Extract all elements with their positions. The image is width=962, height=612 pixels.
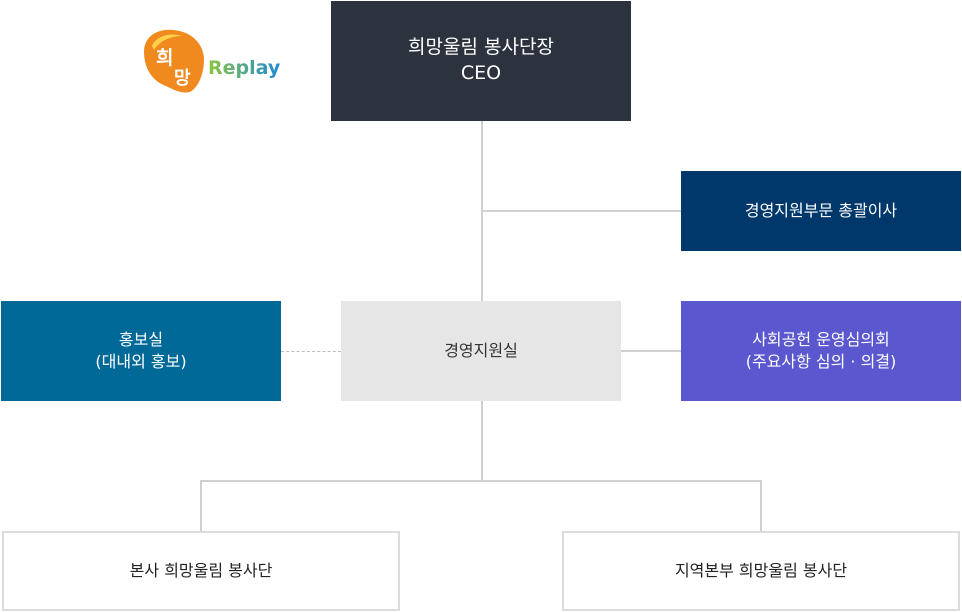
connector-management-to-pr — [281, 351, 341, 352]
regional-volunteer-team-box: 지역본부 희망울림 봉사단 — [562, 531, 960, 611]
ceo-box: 희망울림 봉사단장 CEO — [331, 1, 631, 121]
regional-volunteer-team-title: 지역본부 희망울림 봉사단 — [674, 561, 848, 581]
ceo-title: 희망울림 봉사단장 — [408, 36, 554, 59]
management-support-office-box: 경영지원실 — [341, 301, 621, 401]
pr-office-box: 홍보실 (대내외 홍보) — [1, 301, 281, 401]
connector-management-to-council — [621, 350, 681, 352]
connector-to-hq-team — [200, 480, 202, 532]
logo-badge-highlight — [152, 34, 182, 50]
pr-office-subtitle: (대내외 홍보) — [95, 352, 187, 371]
pr-office-title: 홍보실 — [118, 330, 164, 350]
hq-volunteer-team-box: 본사 희망울림 봉사단 — [2, 531, 400, 611]
connector-to-regional-team — [760, 480, 762, 532]
logo-graphic: 희 망 Replay — [144, 29, 281, 93]
csr-council-subtitle: (주요사항 심의 · 의결) — [745, 352, 897, 371]
hope-replay-logo: 희 망 Replay — [140, 26, 285, 96]
csr-council-box: 사회공헌 운영심의회 (주요사항 심의 · 의결) — [681, 301, 961, 401]
connector-to-executive — [481, 210, 681, 212]
logo-wordmark: Replay — [208, 57, 281, 79]
connector-branch-horizontal — [200, 480, 762, 482]
logo-badge-char-1: 희 — [156, 47, 173, 69]
connector-management-down — [481, 401, 483, 481]
management-support-office-title: 경영지원실 — [444, 341, 518, 361]
ceo-subtitle: CEO — [460, 62, 502, 84]
executive-director-box: 경영지원부문 총괄이사 — [681, 171, 961, 251]
logo-badge-char-2: 망 — [174, 68, 191, 89]
executive-director-title: 경영지원부문 총괄이사 — [744, 201, 898, 221]
hq-volunteer-team-title: 본사 희망울림 봉사단 — [129, 561, 273, 581]
logo-badge-shape — [144, 29, 204, 93]
csr-council-title: 사회공헌 운영심의회 — [752, 330, 890, 350]
